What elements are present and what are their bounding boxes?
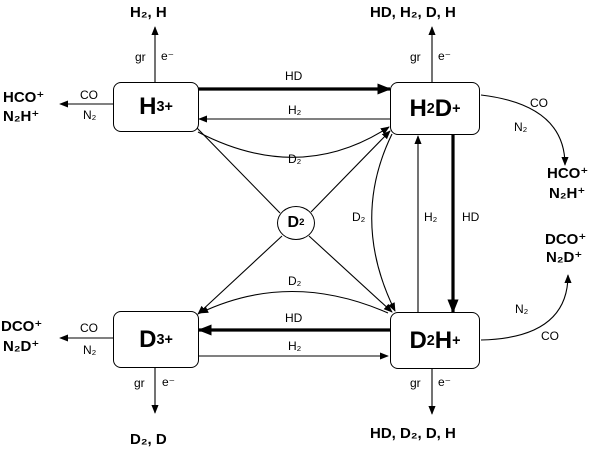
label-n2-left-bottom: N₂	[83, 343, 97, 357]
label-n2-right-top: N₂	[514, 120, 528, 134]
product-h2d-top: HD, H₂, D, H	[370, 4, 456, 21]
arrow-h2d-to-d2h-d2	[371, 133, 396, 312]
label-h2-bottom: H₂	[288, 339, 302, 353]
label-co-right-top: CO	[530, 96, 548, 110]
product-right-bottom-1: DCO⁺	[545, 231, 587, 248]
label-e-d2h: e⁻	[438, 375, 452, 389]
label-co-left-bottom: CO	[80, 321, 98, 335]
label-e-h2d: e⁻	[438, 49, 452, 63]
arrow-h2d-right	[480, 94, 569, 166]
product-left-bottom-2: N₂D⁺	[3, 338, 40, 355]
product-right-top-2: N₂H⁺	[549, 185, 586, 202]
label-gr-h3: gr	[135, 50, 146, 64]
label-d2-left-curve: D₂	[352, 210, 366, 224]
label-e-d3: e⁻	[162, 375, 176, 389]
diag-d2-to-d2h	[308, 235, 393, 313]
label-d2-top-curve: D₂	[288, 152, 302, 166]
product-d3-bottom: D₂, D	[130, 431, 167, 448]
diag-d2-to-d3	[197, 235, 283, 315]
label-co-right-bottom: CO	[541, 329, 559, 343]
label-gr-h2d: gr	[410, 50, 421, 64]
product-left-bottom-1: DCO⁺	[1, 318, 43, 335]
label-gr-d3: gr	[134, 376, 145, 390]
product-right-bottom-2: N₂D⁺	[546, 249, 583, 266]
label-n2-left-top: N₂	[83, 108, 97, 122]
arrow-d2h-to-d3-d2	[199, 291, 389, 314]
diag-h3-to-d2	[196, 127, 281, 214]
label-hd-vertical: HD	[462, 210, 480, 224]
label-d2-bottom-curve: D₂	[288, 274, 302, 288]
label-gr-d2h: gr	[410, 376, 421, 390]
label-h2-top: H₂	[288, 103, 302, 117]
arrow-h3-to-h2d-d2	[197, 126, 390, 158]
label-hd-bottom: HD	[285, 311, 303, 325]
arrow-d2h-right	[480, 274, 572, 341]
label-n2-right-bottom: N₂	[515, 302, 529, 316]
label-co-left-top: CO	[80, 88, 98, 102]
product-left-top-2: N₂H⁺	[3, 108, 40, 125]
product-d2h-bottom: HD, D₂, D, H	[370, 425, 456, 442]
label-e-h3: e⁻	[161, 49, 175, 63]
product-right-top-1: HCO⁺	[547, 165, 589, 182]
product-left-top-1: HCO⁺	[3, 89, 45, 106]
label-hd-top: HD	[285, 69, 303, 83]
product-h3-top: H₂, H	[130, 4, 167, 21]
diag-d2-to-h2d	[310, 130, 391, 213]
label-h2-vertical: H₂	[424, 210, 438, 224]
